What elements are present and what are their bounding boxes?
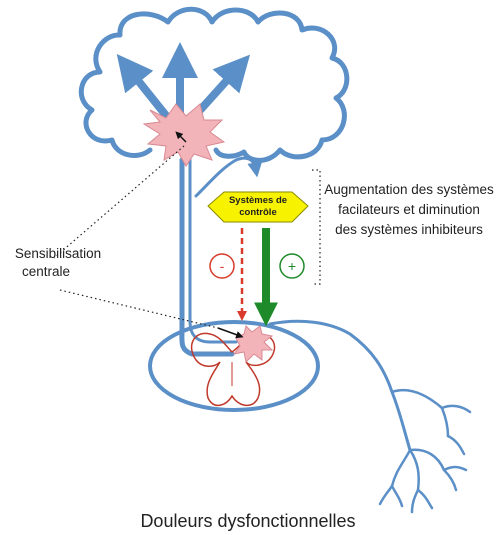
sensibilisation-line2: centrale: [22, 264, 70, 279]
leader-lines: [53, 145, 321, 329]
augmentation-line3: des systèmes inhibiteurs: [335, 222, 483, 237]
spinal-cord-outline: [148, 320, 320, 412]
brain-outline: [78, 6, 350, 163]
plus-sign: +: [288, 258, 296, 274]
augmentation-line1: Augmentation des systèmes: [324, 182, 494, 197]
minus-circle: [209, 253, 235, 279]
augmentation-line2: facilateurs et diminution: [338, 202, 480, 217]
control-systems-box: [207, 191, 309, 223]
diagram-title: Douleurs dysfonctionnelles: [140, 511, 355, 531]
sensibilisation-line1: Sensibilisation: [15, 246, 101, 261]
nerve-endings: [378, 389, 472, 514]
brain-pain-star: [142, 103, 226, 167]
control-label-line1: Systèmes de: [229, 195, 287, 206]
spinal-pointer-icon: [217, 327, 244, 339]
descending-branch: [194, 156, 263, 198]
control-label-line2: contrôle: [239, 207, 276, 218]
peripheral-nerve: [268, 319, 412, 452]
brain-pointer-icon: [175, 131, 187, 143]
minus-sign: -: [220, 258, 225, 274]
plus-circle: [279, 253, 305, 279]
ascending-fiber-inner: [188, 158, 238, 344]
spinal-pain-star: [232, 325, 274, 364]
